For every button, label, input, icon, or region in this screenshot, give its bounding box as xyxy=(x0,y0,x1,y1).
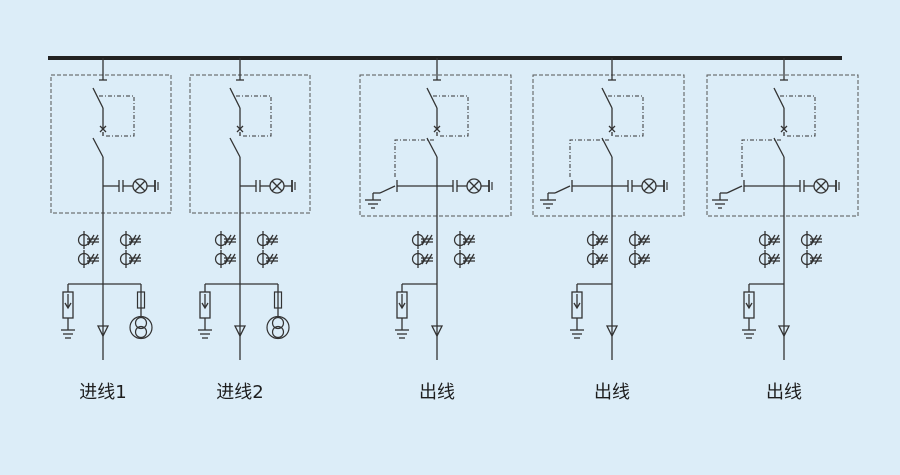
isolator-switch-upper xyxy=(229,87,244,133)
voltage-indicator xyxy=(784,178,840,194)
cable-terminal xyxy=(777,325,791,338)
cabinet-boundary xyxy=(50,74,172,214)
panel-4 xyxy=(532,58,685,360)
isolator-switch-upper xyxy=(426,87,441,133)
cable-terminal xyxy=(430,325,444,338)
surge-arrester xyxy=(742,283,784,339)
surge-arrester xyxy=(61,283,103,339)
panel-3 xyxy=(359,58,512,360)
panel-label-4: 出线 xyxy=(594,382,630,403)
current-transformer-1 xyxy=(758,231,780,268)
current-transformer-2 xyxy=(628,231,650,268)
cabinet-boundary xyxy=(359,74,512,217)
panel-label-2: 进线2 xyxy=(216,382,264,403)
panel-label-3: 出线 xyxy=(419,382,455,403)
cable-terminal xyxy=(233,325,247,338)
cabinet-boundary xyxy=(706,74,859,217)
cabinet-boundary xyxy=(532,74,685,217)
current-transformer-1 xyxy=(77,231,99,268)
voltage-indicator xyxy=(103,178,159,194)
isolator-switch-upper xyxy=(601,87,616,133)
current-transformer-1 xyxy=(411,231,433,268)
panel-5 xyxy=(706,58,859,360)
voltage-indicator xyxy=(612,178,668,194)
voltage-transformer xyxy=(240,283,290,340)
earthing-switch xyxy=(540,180,612,209)
panel-label-1: 进线1 xyxy=(79,382,127,403)
panel-1 xyxy=(50,58,172,360)
current-transformer-1 xyxy=(586,231,608,268)
surge-arrester xyxy=(198,283,240,339)
earthing-switch xyxy=(712,180,784,209)
cabinet-boundary xyxy=(189,74,311,214)
earthing-switch xyxy=(365,180,437,209)
current-transformer-2 xyxy=(119,231,141,268)
surge-arrester xyxy=(570,283,612,339)
panel-label-5: 出线 xyxy=(766,382,802,403)
cable-terminal xyxy=(605,325,619,338)
cable-terminal xyxy=(96,325,110,338)
current-transformer-2 xyxy=(453,231,475,268)
voltage-indicator xyxy=(437,178,493,194)
current-transformer-1 xyxy=(214,231,236,268)
panel-2 xyxy=(189,58,311,360)
current-transformer-2 xyxy=(256,231,278,268)
isolator-switch-upper xyxy=(92,87,107,133)
isolator-switch-upper xyxy=(773,87,788,133)
voltage-indicator xyxy=(240,178,296,194)
current-transformer-2 xyxy=(800,231,822,268)
surge-arrester xyxy=(395,283,437,339)
voltage-transformer xyxy=(103,283,153,340)
